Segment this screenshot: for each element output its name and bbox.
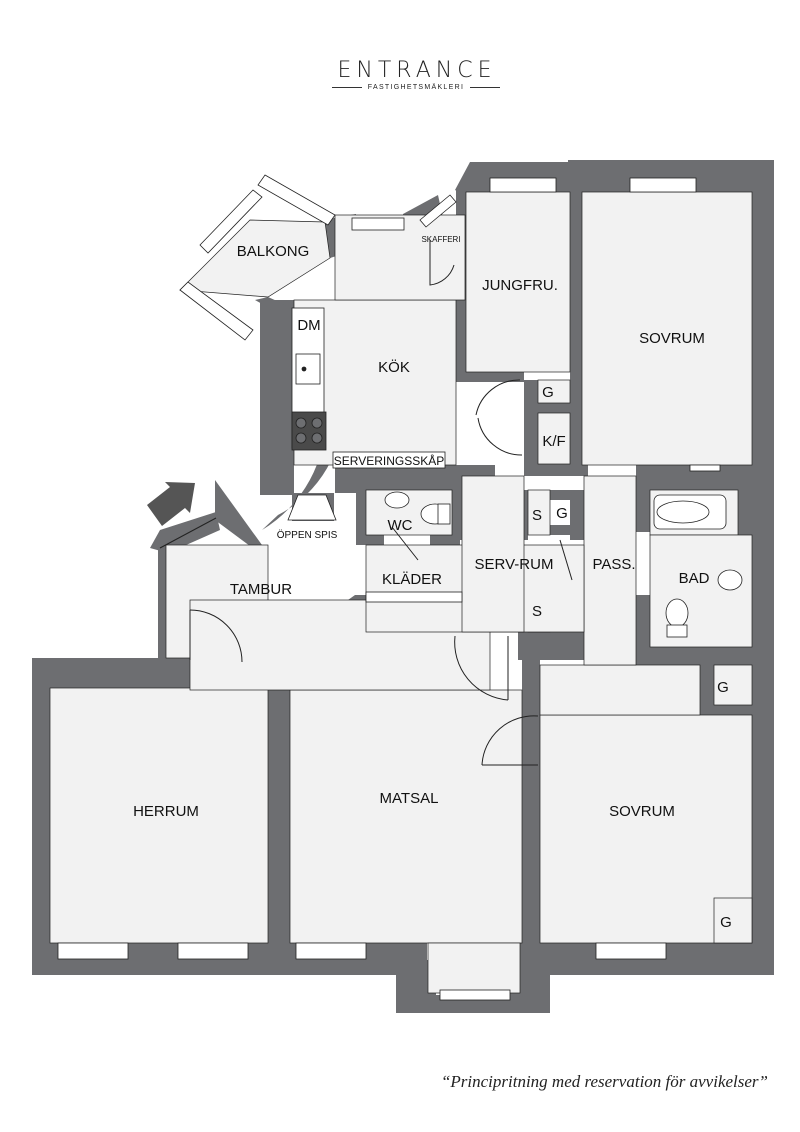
room-label-serveringsskap: SERVERINGSSKÅP (334, 453, 444, 468)
fixtures (287, 307, 743, 638)
room-label-sovrum-bottom: SOVRUM (609, 803, 675, 820)
room-label-klader: KLÄDER (382, 571, 442, 588)
disclaimer: “Principritning med reservation för avvi… (440, 1072, 768, 1091)
room-label-serv-rum: SERV-RUM (475, 556, 554, 573)
room-label-kf: K/F (542, 433, 565, 450)
room-label-wc: WC (388, 517, 413, 534)
room-label-oppen-spis: ÖPPEN SPIS (277, 529, 338, 541)
windows (57, 174, 721, 1001)
room-label-balkong: BALKONG (237, 243, 310, 260)
room-label-herrum: HERRUM (133, 803, 199, 820)
brand-tagline-row: FASTIGHETSMÄKLERI (0, 84, 800, 91)
room-label-kok: KÖK (378, 358, 410, 376)
room-label-sovrum-top: SOVRUM (639, 330, 705, 347)
room-label-skafferi: SKAFFERI (421, 235, 460, 244)
brand-tagline: FASTIGHETSMÄKLERI (367, 84, 465, 91)
entrance-arrow-icon (147, 482, 195, 526)
brand-name: ENTRANCE (337, 58, 497, 83)
room-label-g-jungfru: G (542, 384, 554, 401)
room-label-pass: PASS. (592, 556, 635, 573)
room-label-g-right-upper: G (717, 679, 729, 696)
room-label-g-serv: G (556, 505, 568, 522)
room-label-s-lower: S (532, 603, 542, 620)
divider (331, 87, 362, 88)
room-label-g-right-lower: G (720, 914, 732, 931)
floor (49, 191, 753, 994)
room-label-s-upper: S (532, 507, 542, 524)
room-label-matsal: MATSAL (380, 790, 439, 807)
room-label-dm: DM (297, 317, 320, 334)
brand-logo: ENTRANCE FASTIGHETSMÄKLERI (0, 58, 800, 91)
divider (470, 87, 501, 88)
room-label-bad: BAD (679, 570, 710, 587)
room-label-jungfru: JUNGFRU. (482, 277, 558, 294)
room-label-tambur: TAMBUR (230, 581, 292, 598)
room-labels: BALKONG SKAFFERI JUNGFRU. SOVRUM DM KÖK … (133, 235, 732, 931)
doors (159, 240, 573, 766)
